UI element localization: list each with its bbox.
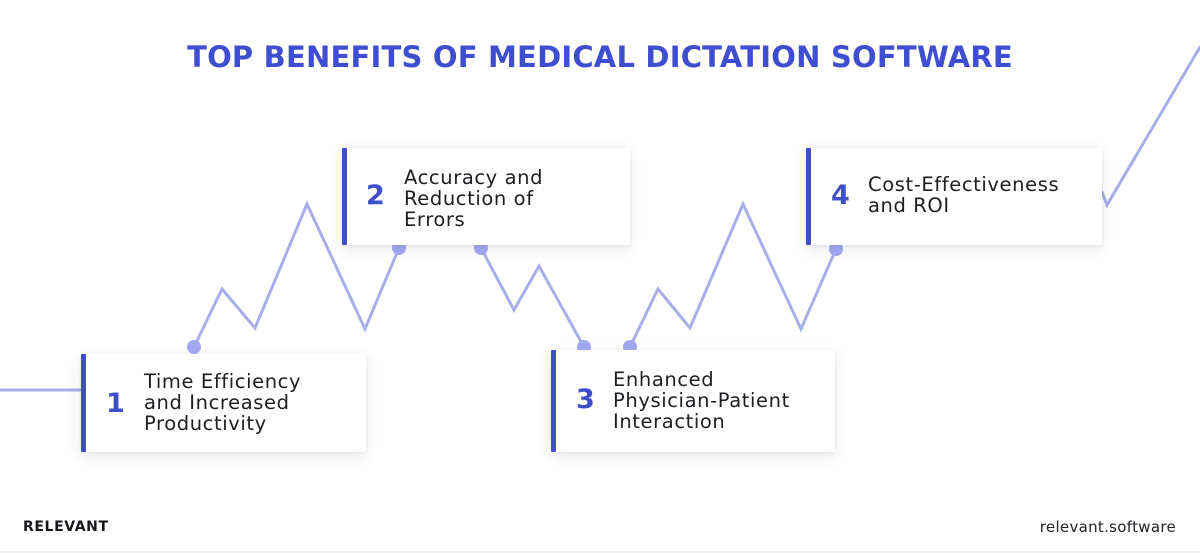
benefit-card-2: 2 Accuracy and Reduction of Errors bbox=[342, 148, 630, 245]
benefit-number: 2 bbox=[366, 180, 385, 211]
accent-bar bbox=[806, 148, 811, 245]
benefit-label: Accuracy and Reduction of Errors bbox=[404, 166, 544, 231]
brand-logo: RELEVANT bbox=[23, 519, 109, 535]
benefit-label: Cost-Effectiveness and ROI bbox=[868, 173, 1060, 217]
segment-2-3 bbox=[479, 246, 586, 349]
benefit-number: 4 bbox=[831, 180, 850, 211]
page-title: TOP BENEFITS OF MEDICAL DICTATION SOFTWA… bbox=[187, 40, 1013, 74]
benefit-card-1: 1 Time Efficiency and Increased Producti… bbox=[81, 354, 366, 452]
benefit-number: 3 bbox=[576, 384, 595, 415]
connector-dot bbox=[187, 340, 201, 354]
benefit-label: Enhanced Physician-Patient Interaction bbox=[613, 368, 790, 433]
benefit-label: Time Efficiency and Increased Productivi… bbox=[144, 370, 302, 435]
benefit-card-3: 3 Enhanced Physician-Patient Interaction bbox=[551, 350, 835, 452]
site-url: relevant.software bbox=[1039, 518, 1176, 536]
benefit-card-4: 4 Cost-Effectiveness and ROI bbox=[806, 148, 1102, 245]
accent-bar bbox=[551, 350, 556, 452]
accent-bar bbox=[342, 148, 347, 245]
bottom-divider bbox=[0, 551, 1200, 553]
benefit-number: 1 bbox=[106, 388, 125, 419]
accent-bar bbox=[81, 354, 86, 452]
